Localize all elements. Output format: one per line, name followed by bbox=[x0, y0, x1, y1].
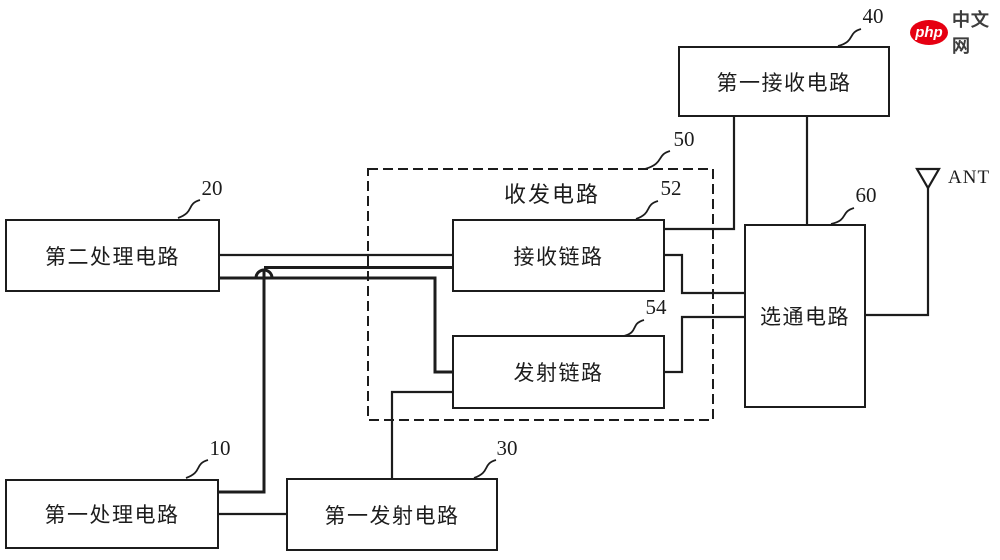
leader-line-20 bbox=[177, 199, 201, 219]
box-label-10: 第一处理电路 bbox=[44, 503, 180, 527]
box-label-60: 选通电路 bbox=[760, 305, 850, 329]
ref-label-52: 52 bbox=[660, 176, 682, 200]
logo-badge: php bbox=[910, 19, 948, 45]
box-second-processing-circuit: 第二处理电路 bbox=[5, 219, 220, 292]
wire-b20-to-b54 bbox=[220, 276, 452, 374]
dashed-group-border-50 bbox=[367, 168, 714, 421]
transceiver-group-title: 收发电路 bbox=[503, 182, 600, 207]
box-label-20: 第二处理电路 bbox=[45, 244, 180, 269]
wire-b10-riser bbox=[219, 271, 266, 494]
php-site-logo: php 中文网 bbox=[910, 6, 1000, 58]
leader-line-54 bbox=[623, 319, 645, 337]
box-label-54: 发射链路 bbox=[513, 361, 604, 385]
box-first-transmit-circuit: 第一发射电路 bbox=[286, 478, 498, 551]
wire-b60-to-b54 bbox=[665, 315, 744, 374]
leader-line-60 bbox=[830, 207, 855, 225]
wire-b30-to-b54 bbox=[390, 390, 452, 478]
box-transmit-chain: 发射链路 bbox=[452, 335, 665, 409]
ref-label-54: 54 bbox=[645, 295, 667, 319]
box-receive-chain: 接收链路 bbox=[452, 219, 665, 292]
crossover-hop bbox=[254, 268, 274, 279]
wire-b60-to-antenna bbox=[866, 188, 930, 317]
leader-line-30 bbox=[473, 459, 497, 479]
leader-line-50 bbox=[644, 150, 671, 170]
ref-label-20: 20 bbox=[201, 176, 223, 200]
ref-label-10: 10 bbox=[209, 436, 231, 460]
wire-b40-to-b52 bbox=[665, 117, 736, 231]
ref-label-40: 40 bbox=[862, 4, 884, 28]
logo-site-text: 中文网 bbox=[951, 10, 990, 56]
box-gating-circuit: 选通电路 bbox=[744, 224, 866, 408]
leader-line-10 bbox=[185, 459, 209, 479]
leader-line-40 bbox=[837, 28, 862, 47]
box-label-52: 接收链路 bbox=[513, 244, 604, 269]
ref-label-30: 30 bbox=[496, 436, 518, 460]
box-label-40: 第一接收电路 bbox=[716, 70, 852, 95]
box-first-receive-circuit: 第一接收电路 bbox=[678, 46, 890, 117]
ref-label-60: 60 bbox=[855, 183, 877, 207]
antenna-icon bbox=[915, 167, 941, 191]
box-label-30: 第一发射电路 bbox=[324, 503, 460, 528]
wire-b52-to-b60 bbox=[665, 253, 744, 295]
ref-label-50: 50 bbox=[673, 127, 695, 151]
leader-line-52 bbox=[635, 200, 659, 220]
box-first-processing-circuit: 第一处理电路 bbox=[5, 479, 219, 549]
antenna-label: ANT bbox=[948, 167, 991, 188]
